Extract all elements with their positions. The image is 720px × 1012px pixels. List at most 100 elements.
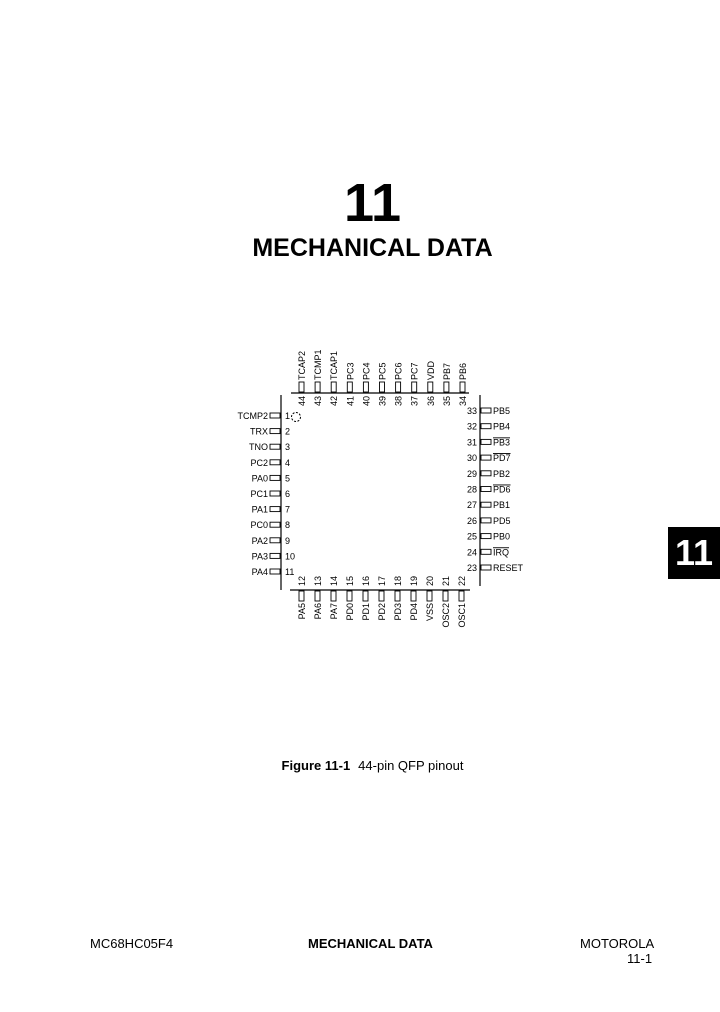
pin-lead: [480, 533, 492, 540]
pin-lead: [395, 381, 402, 393]
figure-caption-text: 44-pin QFP pinout: [358, 758, 464, 773]
pin-lead: [269, 443, 281, 450]
figure-label: Figure 11-1: [281, 758, 351, 773]
pin-lead: [394, 590, 401, 602]
pin-number: 21: [441, 576, 451, 586]
pin-number: 20: [425, 576, 435, 586]
pin-number: 18: [393, 576, 403, 586]
pin-number: 7: [285, 505, 290, 515]
pin-number: 26: [467, 516, 477, 526]
pin-number: 33: [467, 406, 477, 416]
pin-number: 9: [285, 536, 290, 546]
pin-label: PB1: [493, 500, 510, 510]
pin-number: 35: [442, 396, 452, 406]
chapter-title: MECHANICAL DATA: [252, 234, 493, 262]
pin-lead: [426, 590, 433, 602]
pin-number: 37: [410, 396, 420, 406]
pin-label: PA2: [252, 536, 268, 546]
pin-number: 29: [467, 469, 477, 479]
pin-number: 27: [467, 500, 477, 510]
pin-label: PA7: [329, 603, 339, 619]
pin-label: PC6: [394, 362, 404, 380]
pin-label: PA4: [252, 567, 268, 577]
pin-label: PC7: [410, 362, 420, 380]
pin-label: PC5: [378, 362, 388, 380]
pin-label: TCMP2: [237, 411, 268, 421]
pin-lead: [269, 459, 281, 466]
pin-lead: [427, 381, 434, 393]
pin-lead: [269, 412, 281, 419]
footer-page-number: 11-1: [627, 951, 653, 966]
pin-lead: [314, 381, 321, 393]
pin-number: 17: [377, 576, 387, 586]
pin-lead: [480, 564, 492, 571]
pin-lead: [269, 537, 281, 544]
pin-number: 10: [285, 551, 295, 561]
chapter-number: 11: [343, 173, 402, 233]
pin-number: 6: [285, 489, 290, 499]
pin-lead: [269, 521, 281, 528]
pin-lead: [298, 590, 305, 602]
pin-lead: [346, 381, 353, 393]
pin-number: 22: [457, 576, 467, 586]
pin-number: 31: [467, 437, 477, 447]
pin-lead: [411, 381, 418, 393]
pin-label: PB3: [493, 437, 510, 447]
pin-lead: [269, 490, 281, 497]
pin-number: 8: [285, 520, 290, 530]
pin-lead: [480, 438, 492, 445]
pin-number: 11: [285, 567, 294, 577]
pin-label: PC2: [250, 458, 268, 468]
pin-lead: [362, 590, 369, 602]
pin-label: OSC1: [457, 603, 467, 628]
pin-number: 3: [285, 442, 290, 452]
pin-lead: [330, 381, 337, 393]
pin-number: 42: [329, 396, 339, 406]
pin1-marker: [291, 412, 301, 422]
pin-label: PA5: [297, 603, 307, 619]
pin-label: PC0: [250, 520, 268, 530]
pin-number: 15: [345, 576, 355, 586]
footer-part-number: MC68HC05F4: [90, 936, 174, 951]
pin-number: 23: [467, 563, 477, 573]
pin-label: PD3: [393, 603, 403, 621]
pin-label: PA6: [313, 603, 323, 619]
pin-number: 40: [361, 396, 371, 406]
pin-lead: [269, 428, 281, 435]
pin-lead: [379, 381, 385, 393]
pin-number: 19: [409, 576, 419, 586]
pin-lead: [269, 552, 281, 559]
pin-label: VSS: [425, 603, 435, 621]
pin-label: TRX: [250, 427, 268, 437]
chapter-tab: 11: [668, 527, 720, 579]
pin-lead: [314, 590, 321, 602]
figure-caption: Figure 11-1 44-pin QFP pinout: [0, 758, 720, 773]
pin-lead: [378, 590, 385, 602]
pin-label: TCAP2: [297, 351, 307, 380]
pin-number: 25: [467, 532, 477, 542]
pin-number: 30: [467, 453, 477, 463]
pin-label: PC1: [250, 489, 268, 499]
pin-label: PB4: [493, 422, 510, 432]
pin-lead: [443, 381, 450, 393]
pin-number: 34: [458, 396, 468, 406]
pin-label: PA1: [252, 505, 268, 515]
pin-label: PD2: [377, 603, 387, 621]
pin-number: 2: [285, 427, 290, 437]
pin-lead: [480, 486, 492, 492]
pin-lead: [480, 470, 492, 477]
pin-number: 36: [426, 396, 436, 406]
pin-label: PB0: [493, 532, 510, 542]
pin-label: TNO: [249, 442, 268, 452]
pin-lead: [346, 590, 353, 602]
footer-brand: MOTOROLA: [580, 936, 655, 951]
pin-label: PD7: [493, 453, 511, 463]
pin-lead: [459, 381, 466, 393]
pin-lead: [480, 548, 492, 555]
pin-number: 5: [285, 473, 290, 483]
pin-number: 1: [285, 411, 290, 421]
pin-number: 44: [297, 396, 307, 406]
pin-lead: [269, 568, 281, 575]
pin-number: 41: [345, 396, 355, 406]
